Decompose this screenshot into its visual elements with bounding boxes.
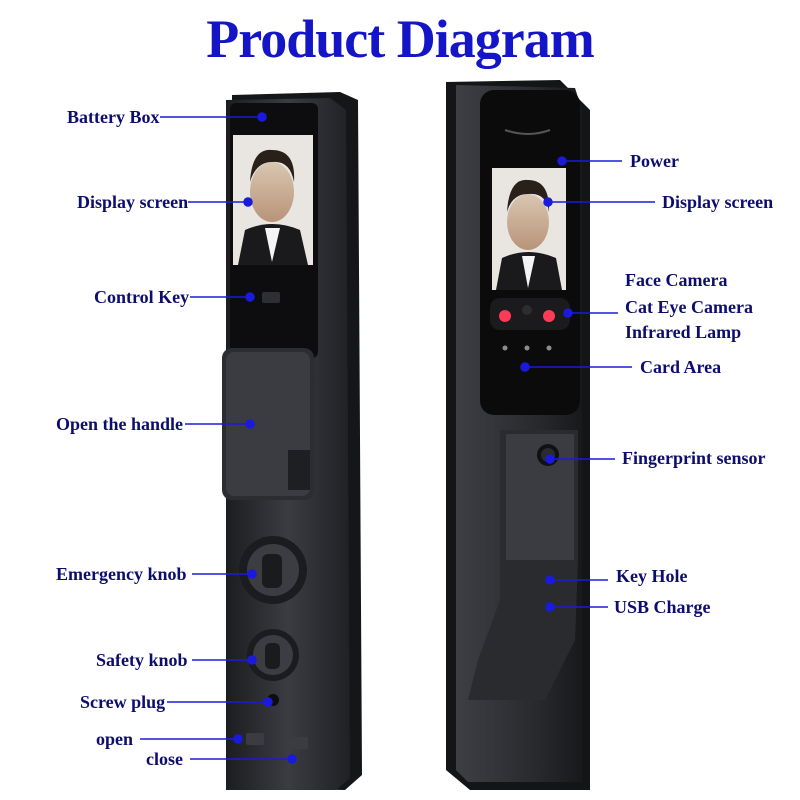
label-key-hole: Key Hole — [616, 566, 688, 586]
label-card-area: Card Area — [640, 357, 722, 377]
label-control-key: Control Key — [94, 287, 190, 307]
close-button — [290, 737, 308, 749]
label-open-the-handle: Open the handle — [56, 414, 184, 434]
label-screw-plug: Screw plug — [80, 692, 166, 712]
keypad — [502, 345, 552, 351]
label-display-screen-left: Display screen — [77, 192, 189, 212]
label-safety-knob: Safety knob — [96, 650, 188, 670]
control-key-button — [262, 292, 280, 303]
diagram-title: Product Diagram — [206, 9, 594, 69]
handle — [222, 348, 314, 500]
label-close: close — [146, 749, 183, 769]
label-open: open — [96, 729, 134, 749]
emergency-knob — [239, 536, 307, 604]
label-cat-eye-camera: Cat Eye Camera — [625, 297, 753, 317]
inner-lock-panel — [222, 92, 362, 790]
camera-module — [490, 298, 570, 330]
label-usb-charge: USB Charge — [614, 597, 711, 617]
label-battery-box: Battery Box — [67, 107, 160, 127]
left-pointers — [140, 112, 297, 764]
label-face-camera: Face Camera — [625, 270, 728, 290]
right-pointers — [520, 156, 655, 612]
outer-handle — [468, 430, 578, 700]
label-fingerprint-sensor: Fingerprint sensor — [622, 448, 766, 468]
outer-display-screen — [492, 168, 566, 290]
label-emergency-knob: Emergency knob — [56, 564, 187, 584]
label-display-screen-right: Display screen — [662, 192, 774, 212]
label-infrared-lamp: Infrared Lamp — [625, 322, 742, 342]
open-button — [246, 733, 264, 745]
outer-lock-panel — [446, 80, 590, 790]
label-power: Power — [630, 151, 679, 171]
safety-knob — [247, 629, 299, 681]
